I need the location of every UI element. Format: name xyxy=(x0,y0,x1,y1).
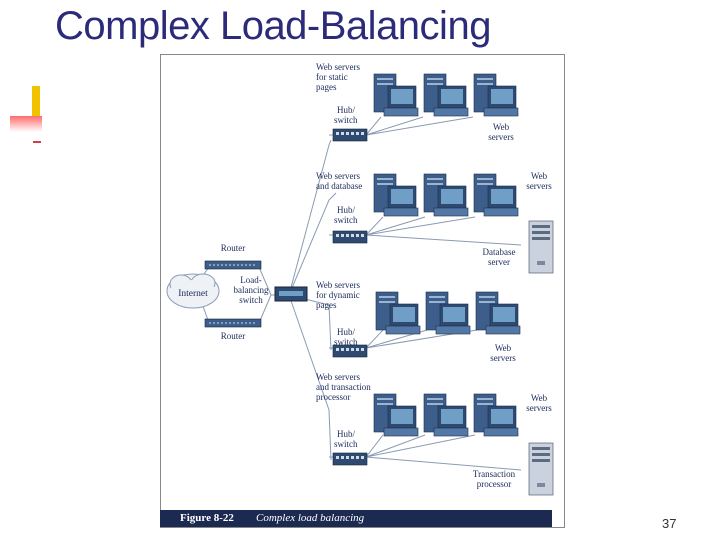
group1-hub xyxy=(332,128,368,142)
group2-servers-label-2: servers xyxy=(526,181,552,191)
group4-title-3: processor xyxy=(316,392,351,402)
figure-number: Figure 8-22 xyxy=(180,512,234,524)
group3-hub-label-1: Hub/ xyxy=(337,327,355,337)
lb-switch-label-3: switch xyxy=(239,295,263,305)
group4-server-2 xyxy=(423,393,469,437)
group3-servers-label-2: servers xyxy=(490,353,516,363)
group1-hub-label-2: switch xyxy=(334,115,358,125)
group2-server-3 xyxy=(473,173,519,217)
group3-hub xyxy=(332,344,368,358)
group3-hub-label-2: switch xyxy=(334,337,358,347)
group2-server-2 xyxy=(423,173,469,217)
database-server-label-2: server xyxy=(488,257,510,267)
group2-title-1: Web servers xyxy=(316,171,361,181)
group2-title-2: and database xyxy=(316,181,362,191)
group4-servers-label-1: Web xyxy=(531,393,548,403)
router-bottom: Router xyxy=(204,318,262,341)
group1-hub-label-1: Hub/ xyxy=(337,105,355,115)
group1-title-3: pages xyxy=(316,82,337,92)
group2-hub xyxy=(332,230,368,244)
router-bottom-label: Router xyxy=(221,331,246,341)
group4-title-2: and transaction xyxy=(316,382,371,392)
group1-servers-label-2: servers xyxy=(488,132,514,142)
page-number: 37 xyxy=(662,516,677,531)
group2-servers-label-1: Web xyxy=(531,171,548,181)
group1-server-2 xyxy=(423,73,469,117)
slide-title: Complex Load-Balancing xyxy=(55,4,491,48)
decor-red-bar xyxy=(10,116,42,132)
internet-label: Internet xyxy=(178,289,208,299)
lb-switch-label-1: Load- xyxy=(240,275,262,285)
group4-title-1: Web servers xyxy=(316,372,361,382)
group3-server-3 xyxy=(475,291,521,335)
router-top: Router xyxy=(204,243,262,270)
network-diagram: Internet Router Router Load- balancing s… xyxy=(166,62,554,496)
group1-servers-label-1: Web xyxy=(493,122,510,132)
load-balancing-switch: Load- balancing switch xyxy=(234,275,308,305)
group2-hub-label-1: Hub/ xyxy=(337,205,355,215)
load-balancing-figure: Internet Router Router Load- balancing s… xyxy=(160,54,565,528)
group3-servers-label-1: Web xyxy=(495,343,512,353)
database-server-label-1: Database xyxy=(483,247,516,257)
group3-title-1: Web servers xyxy=(316,280,361,290)
figure-caption: Complex load balancing xyxy=(256,512,365,524)
group3-server-1 xyxy=(375,291,421,335)
figure-caption-bar: Figure 8-22 Complex load balancing xyxy=(160,510,552,527)
group2-hub-label-2: switch xyxy=(334,215,358,225)
group1-server-3 xyxy=(473,73,519,117)
group4-server-1 xyxy=(373,393,419,437)
database-server-tower xyxy=(528,220,554,274)
group3-title-3: pages xyxy=(316,300,337,310)
transaction-processor-tower xyxy=(528,442,554,496)
group1-server-1 xyxy=(373,73,419,117)
transaction-processor-label-1: Transaction xyxy=(473,469,516,479)
group1-title-2: for static xyxy=(316,72,348,82)
group1-title-1: Web servers xyxy=(316,62,361,72)
transaction-processor-label-2: processor xyxy=(477,479,512,489)
decor-yellow-bar xyxy=(32,86,40,116)
group4-servers-label-2: servers xyxy=(526,403,552,413)
group4-hub xyxy=(332,452,368,466)
lb-switch-label-2: balancing xyxy=(234,285,269,295)
group2-server-1 xyxy=(373,173,419,217)
router-top-label: Router xyxy=(221,243,246,253)
group3-title-2: for dynamic xyxy=(316,290,360,300)
group4-hub-label-1: Hub/ xyxy=(337,429,355,439)
internet-cloud: Internet xyxy=(166,273,220,309)
group4-server-3 xyxy=(473,393,519,437)
group3-server-2 xyxy=(425,291,471,335)
group4-hub-label-2: switch xyxy=(334,439,358,449)
decor-dash xyxy=(33,141,41,143)
